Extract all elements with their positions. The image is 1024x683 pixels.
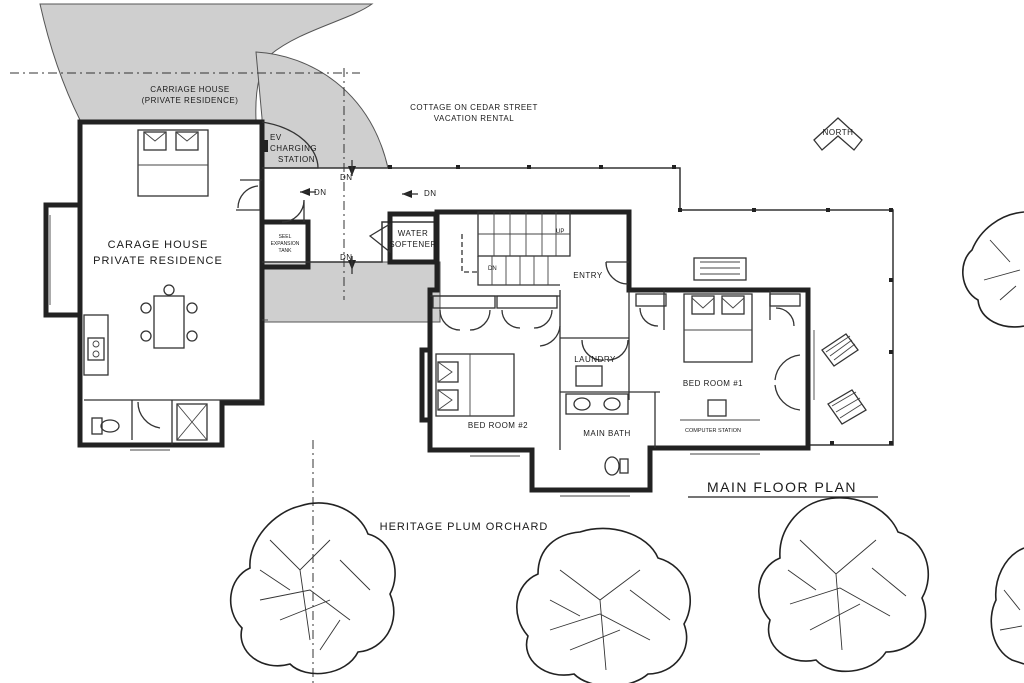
north-label: NORTH xyxy=(823,128,854,137)
garage-house-label-line1: CARAGE HOUSE xyxy=(108,239,209,251)
expansion-tank-room xyxy=(259,199,311,270)
deck-posts xyxy=(388,165,893,445)
room-label-main-bath: MAIN BATH xyxy=(583,429,630,438)
ev-label-line1: EV xyxy=(270,133,282,142)
room-label-entry: ENTRY xyxy=(573,271,603,280)
cottage-building xyxy=(419,209,815,497)
water-softener-label-line2: SOFTENER xyxy=(389,240,437,249)
driveway-top xyxy=(39,3,374,121)
dn-label-1: DN xyxy=(340,173,353,182)
orchard-label: HERITAGE PLUM ORCHARD xyxy=(380,521,549,533)
expansion-tank-label-line3: TANK xyxy=(279,248,293,254)
garage-house-label-line2: PRIVATE RESIDENCE xyxy=(93,255,223,267)
up-label-stair: UP xyxy=(556,229,564,235)
dn-label-stair: DN xyxy=(488,266,497,272)
carriage-house-label-line2: (PRIVATE RESIDENCE) xyxy=(142,96,239,105)
carriage-house-label-line1: CARRIAGE HOUSE xyxy=(150,85,229,94)
down-arrows xyxy=(300,160,418,274)
tree-bottom-right-edge xyxy=(990,547,1024,665)
ev-label-line3: STATION xyxy=(278,155,315,164)
room-label-laundry: LAUNDRY xyxy=(574,355,616,364)
computer-station-label: COMPUTER STATION xyxy=(685,428,741,434)
tree-right-orchard xyxy=(758,497,930,673)
carriage-house-building xyxy=(43,119,268,451)
dn-label-3: DN xyxy=(424,189,437,198)
water-softener-closet xyxy=(368,211,439,265)
tree-left-orchard xyxy=(229,502,396,675)
cottage-title-line2: VACATION RENTAL xyxy=(434,114,514,123)
walkway-paving xyxy=(261,261,441,323)
cottage-title-line1: COTTAGE ON CEDAR STREET xyxy=(410,103,538,112)
plan-title: MAIN FLOOR PLAN xyxy=(707,479,857,495)
ev-label-line2: CHARGING xyxy=(270,144,317,153)
breezeway-deck xyxy=(262,167,894,446)
north-arrow-icon: NORTH xyxy=(813,117,863,151)
tree-right-edge xyxy=(962,211,1024,328)
water-softener-label-line1: WATER xyxy=(398,229,429,238)
ev-charging-station xyxy=(261,121,319,169)
room-label-bedroom-1: BED ROOM #1 xyxy=(683,379,743,388)
tree-center-orchard xyxy=(516,527,692,683)
expansion-tank-label-line2: EXPANSION xyxy=(271,241,300,247)
dn-label-4: DN xyxy=(340,253,353,262)
expansion-tank-label-line1: SEEL xyxy=(279,234,292,240)
dn-label-2: DN xyxy=(314,188,327,197)
room-label-bedroom-2: BED ROOM #2 xyxy=(468,421,528,430)
deck-lounge-chairs xyxy=(821,333,867,425)
